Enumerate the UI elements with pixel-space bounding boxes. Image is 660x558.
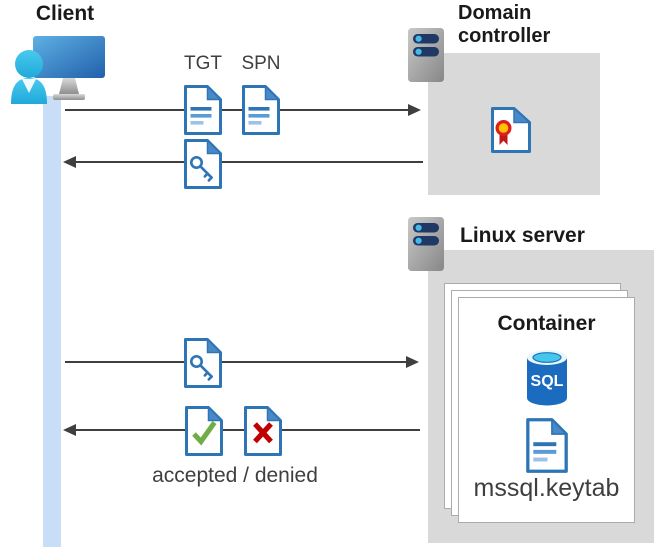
tgt-label: TGT	[184, 53, 222, 74]
spn-document-icon	[241, 84, 281, 136]
spn-label: SPN	[241, 53, 281, 74]
container-page-front	[458, 297, 635, 523]
denied-cross-document-icon	[243, 405, 283, 457]
sql-label: SQL	[531, 373, 564, 390]
domain-controller-label: Domain controller	[458, 2, 551, 47]
accepted-check-document-icon	[184, 405, 224, 457]
client-lifeline	[43, 96, 61, 547]
linux-server-server-icon	[407, 216, 445, 272]
certificate-document-icon	[490, 106, 532, 154]
arrow-client-to-linux	[65, 356, 419, 368]
client-monitor-icon	[33, 36, 105, 78]
key-ticket-document-icon	[183, 138, 223, 190]
linux-server-label: Linux server	[460, 224, 585, 247]
sql-database-icon: SQL	[527, 350, 567, 406]
accepted-denied-label: accepted / denied	[152, 464, 318, 487]
arrow-client-to-dc	[65, 104, 421, 116]
key-ticket-document-icon-2	[183, 337, 223, 389]
client-user-icon	[11, 36, 105, 104]
container-title: Container	[497, 312, 596, 335]
tgt-document-icon	[183, 84, 223, 136]
client-label: Client	[35, 2, 95, 25]
domain-controller-server-icon	[407, 27, 445, 83]
arrow-dc-to-client	[63, 156, 423, 168]
keytab-document-icon	[525, 417, 569, 474]
keytab-label: mssql.keytab	[473, 474, 620, 502]
